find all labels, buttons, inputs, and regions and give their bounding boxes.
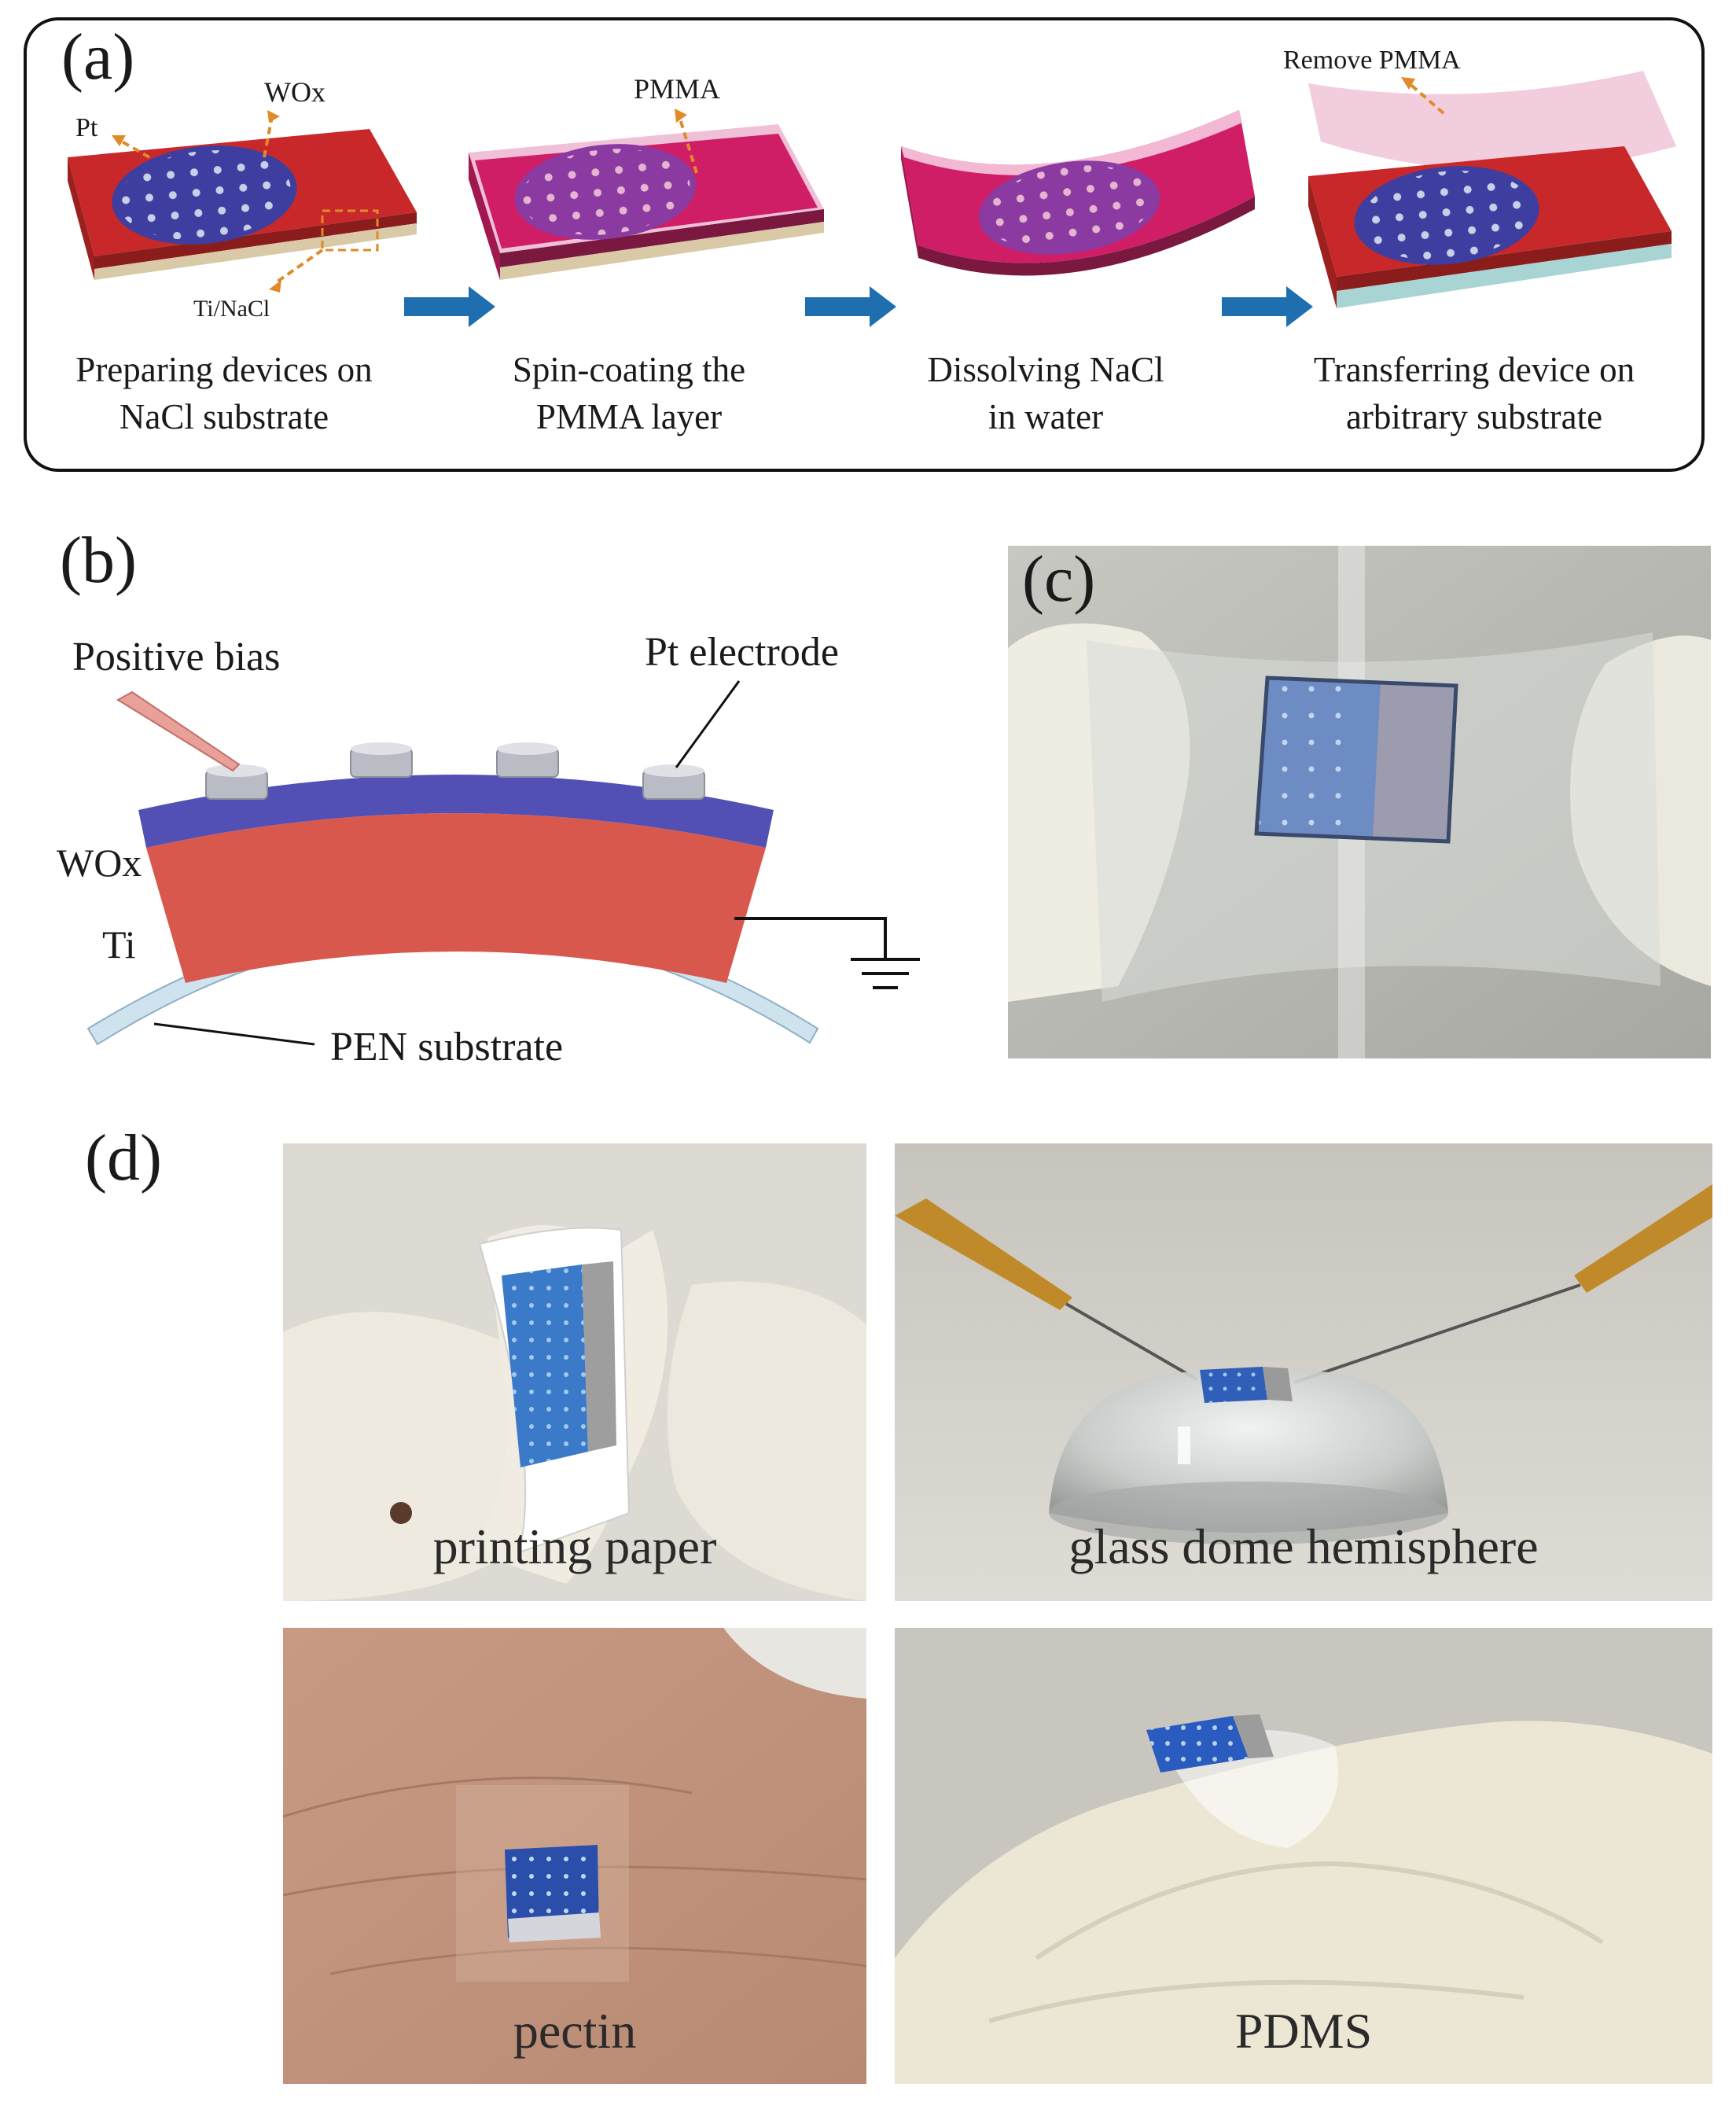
- step4-line2: arbitrary substrate: [1345, 397, 1603, 436]
- printing-paper-drawing: [283, 1143, 866, 1601]
- label-pmma: PMMA: [634, 73, 721, 105]
- step3-line2: in water: [988, 397, 1104, 436]
- glass-dome-drawing: [895, 1143, 1712, 1601]
- label-wox-b: WOx: [57, 841, 142, 885]
- panel-c-photo-drawing: [1008, 546, 1711, 1058]
- photo-printing-paper: printing paper: [283, 1143, 866, 1601]
- probe-tip: [116, 690, 241, 772]
- label-pen-substrate: PEN substrate: [330, 1025, 564, 1069]
- panel-d-letter: (d): [85, 1121, 162, 1195]
- panel-a-letter: (a): [61, 20, 135, 94]
- pectin-drawing: [283, 1628, 866, 2084]
- step1-caption: Preparing devices on NaCl substrate: [31, 346, 417, 440]
- step4-caption: Transferring device on arbitrary substra…: [1258, 346, 1690, 440]
- photo-label-glass-dome: glass dome hemisphere: [1068, 1519, 1539, 1574]
- step1-device: [68, 129, 417, 280]
- panel-a-illustration: [68, 71, 1676, 327]
- step4-line1: Transferring device on: [1313, 350, 1635, 389]
- label-pt: Pt: [75, 113, 98, 142]
- step3-device: [901, 110, 1255, 276]
- label-remove-pmma: Remove PMMA: [1283, 46, 1461, 75]
- wox-layer: [138, 775, 774, 848]
- photo-label-pdms: PDMS: [1234, 2003, 1373, 2059]
- step3-caption: Dissolving NaCl in water: [873, 346, 1219, 440]
- photo-pectin: pectin: [283, 1628, 866, 2084]
- step3-line1: Dissolving NaCl: [927, 350, 1164, 389]
- pdms-drawing: [895, 1628, 1712, 2084]
- step2-caption: Spin-coating the PMMA layer: [456, 346, 802, 440]
- label-wox-a: WOx: [264, 76, 326, 108]
- step2-line2: PMMA layer: [535, 397, 723, 436]
- panel-c-photo: [1008, 546, 1711, 1058]
- ti-layer: [146, 813, 766, 983]
- photo-label-pectin: pectin: [513, 2003, 637, 2059]
- step2-line1: Spin-coating the: [512, 350, 746, 389]
- panel-b-device-schematic: [86, 680, 920, 1046]
- pt-electrodes: [205, 742, 705, 800]
- ground-wire: [734, 917, 887, 959]
- label-pt-electrode: Pt electrode: [645, 630, 839, 675]
- step2-device: [469, 124, 824, 280]
- photo-pdms: PDMS: [895, 1628, 1712, 2084]
- ground-icon: [851, 958, 920, 989]
- step4-device: [1308, 71, 1676, 308]
- photo-label-printing-paper: printing paper: [432, 1519, 717, 1574]
- photo-glass-dome: glass dome hemisphere: [895, 1143, 1712, 1601]
- panel-a-frame: [24, 17, 1705, 472]
- label-ti-nacl: Ti/NaCl: [193, 296, 270, 322]
- flow-arrows: [404, 286, 1313, 327]
- label-ti: Ti: [102, 922, 136, 966]
- step1-line2: NaCl substrate: [119, 397, 329, 436]
- panel-b-letter: (b): [60, 524, 137, 597]
- label-positive-bias: Positive bias: [72, 635, 281, 679]
- step1-line1: Preparing devices on: [75, 350, 373, 389]
- panel-c-letter: (c): [1022, 543, 1096, 616]
